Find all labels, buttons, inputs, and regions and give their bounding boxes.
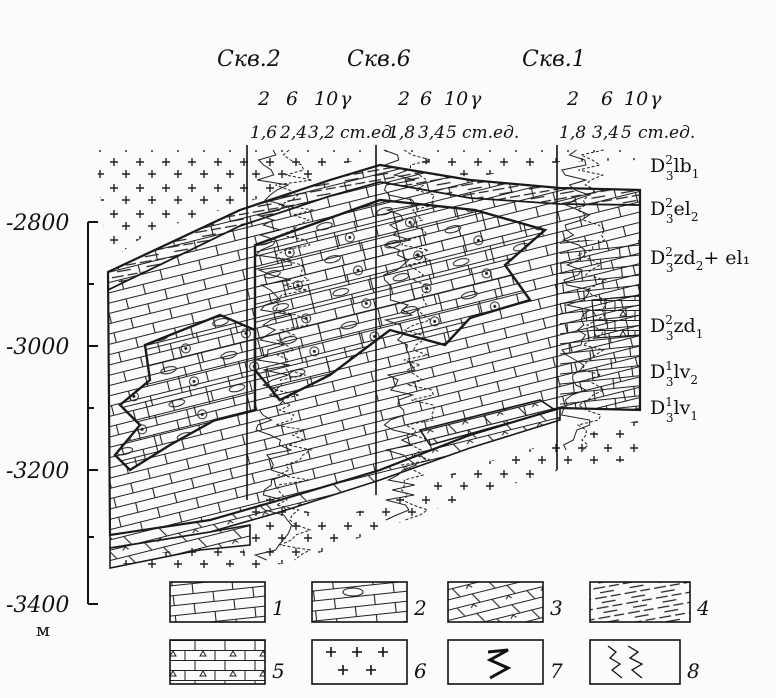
depth-tick-3000: -3000: [6, 335, 69, 360]
well-6-scale-3: γ: [470, 88, 482, 110]
well-2-header: Скв.2 2 6 10 γ 1,6 2,4 3,2 ст.ед.: [217, 47, 397, 143]
well-1-scale-3: γ: [650, 88, 662, 110]
base-strata: [109, 406, 561, 569]
depth-tick-3200: -3200: [6, 459, 69, 484]
well-1-scale-1: 6: [601, 88, 613, 110]
well-6-value-0: 1,8: [388, 123, 415, 143]
legend-item-gamma-log: 8: [589, 639, 700, 685]
well-2-value-1: 2,4: [279, 123, 307, 143]
legend-number-1: 1: [272, 596, 285, 620]
well-6-header: Скв.6 2 6 10 γ 1,8 3,4 5 ст.ед.: [347, 47, 519, 143]
well-1-value-0: 1,8: [559, 123, 586, 143]
well-1-scale-0: 2: [566, 88, 579, 110]
legend-item-dolomite: 3: [447, 581, 563, 623]
well-6-value-3: ст.ед.: [462, 123, 519, 143]
well-6-name: Скв.6: [347, 47, 411, 72]
gamma-log-curve: [253, 149, 293, 561]
well-2-scale-1: 6: [286, 88, 298, 110]
legend-item-marl: 4: [589, 581, 710, 623]
well-6-scale-1: 6: [420, 88, 432, 110]
depth-tick-3400: -3400: [6, 593, 69, 618]
well-6-scale-2: 10: [444, 88, 468, 110]
legend-number-8: 8: [687, 659, 700, 683]
well-1-scale-2: 10: [624, 88, 648, 110]
well-1-name: Скв.1: [522, 47, 586, 72]
gamma-log-curve: [382, 149, 418, 521]
depth-tick-2800: -2800: [6, 211, 69, 236]
well-1-value-3: ст.ед.: [638, 123, 695, 143]
legend: 1 2 3 4 5 6 7: [169, 581, 710, 685]
legend-item-limestone: 1: [169, 581, 285, 623]
depth-unit: м: [36, 620, 50, 641]
well-6-scale-0: 2: [397, 88, 410, 110]
well-2-scale-3: γ: [340, 88, 352, 110]
well-1-value-2: 5: [621, 123, 632, 143]
gamma-logs: [253, 149, 608, 561]
marl-band: [107, 164, 641, 292]
well-2-value-3: ст.ед.: [340, 123, 397, 143]
well-6-value-1: 3,4: [418, 123, 445, 143]
legend-number-7: 7: [550, 659, 563, 683]
legend-number-5: 5: [272, 659, 285, 683]
well-lines: [246, 145, 558, 500]
well-2-scale-2: 10: [314, 88, 338, 110]
legend-number-3: 3: [550, 596, 563, 620]
reef-bodies: [113, 198, 548, 472]
legend-number-4: 4: [696, 596, 710, 620]
well-1-header: Скв.1 2 6 10 γ 1,8 3,4 5 ст.ед.: [522, 47, 695, 143]
well-2-scale-0: 2: [257, 88, 270, 110]
well-2-value-0: 1,6: [250, 123, 277, 143]
legend-item-anhydrite: 5: [169, 639, 285, 685]
well-6-value-2: 5: [446, 123, 457, 143]
legend-item-reef-boundary: 7: [447, 639, 563, 685]
legend-number-2: 2: [413, 596, 427, 620]
legend-item-organogenic-limestone: 2: [311, 581, 427, 623]
depth-axis: -2800 -3000 -3200 -3400 м: [6, 211, 98, 641]
anhydrite-patch: [591, 295, 641, 339]
well-2-value-2: 3,2: [308, 123, 335, 143]
well-2-name: Скв.2: [217, 47, 281, 72]
well-1-value-1: 3,4: [592, 123, 619, 143]
legend-number-6: 6: [414, 659, 427, 683]
legend-item-basement: 6: [311, 639, 427, 685]
gamma-log-curve: [274, 149, 314, 561]
gamma-log-curve: [560, 149, 592, 451]
gamma-log-curve: [400, 149, 435, 521]
